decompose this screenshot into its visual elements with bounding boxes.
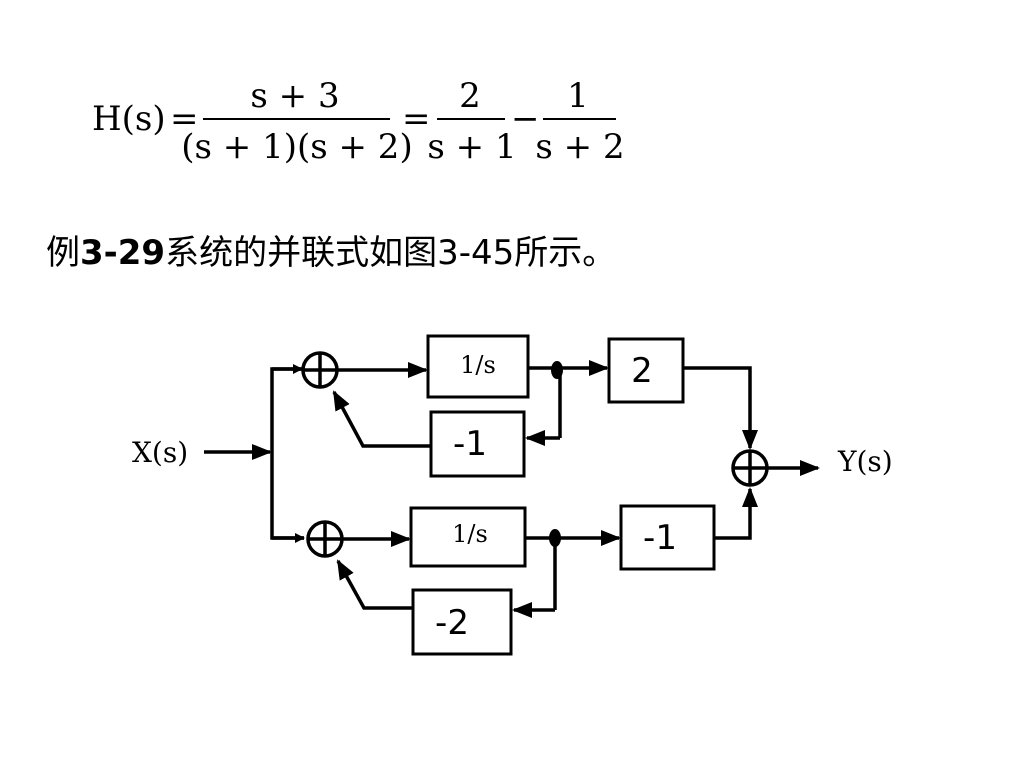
lower-integrator-block bbox=[409, 506, 527, 568]
fraction-3-denominator: s + 2 bbox=[535, 127, 624, 167]
formula-equals-1: = bbox=[170, 99, 199, 139]
upper-integrator-label: 1/s bbox=[460, 351, 496, 379]
block-diagram: X(s) 1/s -1 2 1/s bbox=[132, 334, 893, 656]
lower-feedback-label: -2 bbox=[435, 603, 469, 643]
lower-feedback-block bbox=[411, 588, 513, 656]
caption-text: 例3-29系统的并联式如图3-45所示。 bbox=[46, 233, 616, 273]
caption-prefix: 例 bbox=[46, 233, 80, 273]
upper-gain-label: 2 bbox=[631, 351, 653, 391]
upper-summing-junction bbox=[301, 351, 339, 389]
caption-suffix: 所示。 bbox=[514, 233, 616, 273]
upper-gain-block bbox=[607, 337, 685, 404]
lower-integrator-label: 1/s bbox=[452, 520, 488, 548]
input-split-line bbox=[270, 367, 304, 540]
fraction-1-numerator: s + 3 bbox=[250, 76, 339, 116]
fraction-2-denominator: s + 1 bbox=[427, 127, 516, 167]
upper-feedback-label: -1 bbox=[453, 424, 487, 464]
lower-gain-block bbox=[619, 504, 716, 571]
fraction-2-numerator: 2 bbox=[459, 76, 481, 116]
formula-lhs: H(s) bbox=[92, 99, 166, 139]
formula-minus: − bbox=[511, 99, 540, 139]
lower-summing-junction bbox=[306, 520, 344, 558]
output-label: Y(s) bbox=[837, 445, 893, 478]
formula-equals-2: = bbox=[402, 99, 431, 139]
output-summing-junction bbox=[731, 449, 769, 487]
caption-figure-number: 3-45 bbox=[437, 233, 514, 273]
fraction-3-numerator: 1 bbox=[567, 76, 589, 116]
upper-gain-to-output-sum-arrow bbox=[683, 366, 758, 450]
fraction-1-denominator: (s + 1)(s + 2) bbox=[181, 127, 412, 167]
caption-example-number: 3-29 bbox=[80, 233, 165, 273]
input-label: X(s) bbox=[132, 436, 188, 469]
upper-feedback-return-arrow bbox=[332, 390, 431, 448]
lower-gain-to-output-sum-arrow bbox=[714, 487, 758, 540]
transfer-function-formula: H(s) = s + 3 (s + 1)(s + 2) = 2 s + 1 − … bbox=[92, 76, 625, 167]
caption-middle: 系统的并联式如图 bbox=[165, 233, 437, 273]
lower-feedback-return-arrow bbox=[336, 559, 413, 610]
lower-gain-label: -1 bbox=[643, 518, 677, 558]
upper-feedback-block bbox=[429, 410, 526, 478]
